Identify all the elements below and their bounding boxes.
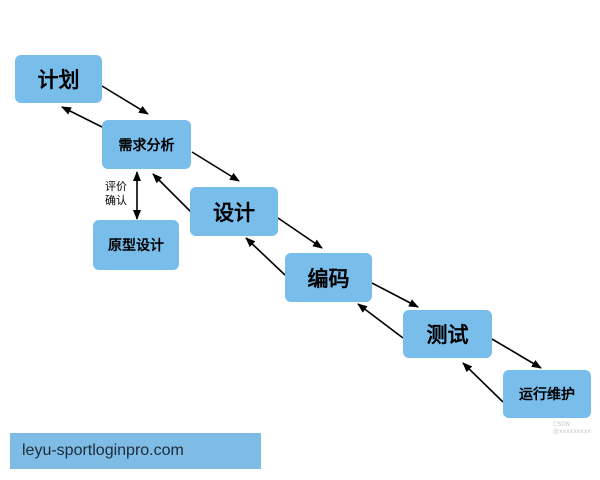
arrow-requirements-to-design xyxy=(191,151,240,182)
watermark-text: CSDN @xxxxxxxxx xyxy=(553,421,591,435)
node-testing: 测试 xyxy=(403,310,492,358)
edge-label-review: 评价 确认 xyxy=(100,180,132,208)
node-coding-label: 编码 xyxy=(307,266,350,291)
node-requirements: 需求分析 xyxy=(102,120,191,169)
node-prototype-label: 原型设计 xyxy=(108,238,164,254)
node-design: 设计 xyxy=(190,187,278,236)
arrow-maintenance-back-to-testing xyxy=(462,362,504,403)
node-prototype: 原型设计 xyxy=(93,220,179,270)
arrow-testing-back-to-coding xyxy=(357,303,404,339)
edge-label-line2: 确认 xyxy=(105,194,127,207)
arrow-coding-back-to-design xyxy=(245,237,286,276)
edge-label-line1: 评价 xyxy=(105,180,127,193)
arrow-design-to-coding xyxy=(277,217,323,249)
node-maintenance: 运行维护 xyxy=(503,370,591,418)
arrow-coding-to-testing xyxy=(371,282,419,308)
footer-text: leyu-sportloginpro.com xyxy=(22,442,184,459)
watermark: CSDN @xxxxxxxxx xyxy=(553,421,600,435)
node-testing-label: 测试 xyxy=(426,323,469,347)
node-design-label: 设计 xyxy=(213,200,255,225)
arrow-testing-to-maintenance xyxy=(491,338,542,369)
node-plan-label: 计划 xyxy=(37,68,80,92)
arrow-requirements-back-to-plan xyxy=(61,106,103,128)
footer-bar: leyu-sportloginpro.com xyxy=(10,433,261,469)
node-plan: 计划 xyxy=(15,55,102,103)
node-coding: 编码 xyxy=(285,253,372,302)
node-requirements-label: 需求分析 xyxy=(118,137,175,154)
arrow-plan-to-requirements xyxy=(101,85,149,115)
arrow-design-back-to-requirements xyxy=(152,173,192,213)
node-maintenance-label: 运行维护 xyxy=(519,387,575,403)
